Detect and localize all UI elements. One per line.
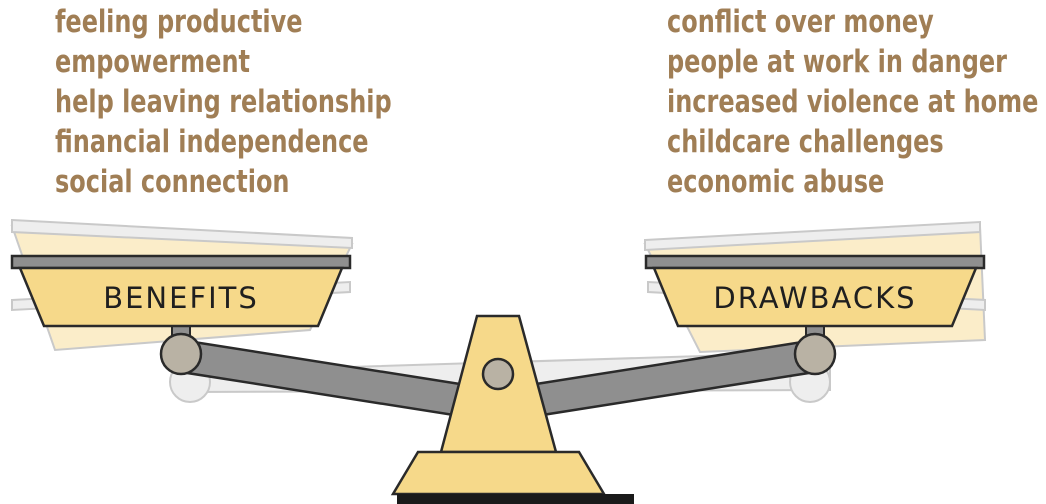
ghost-pan-left-rim <box>11 218 353 250</box>
pivot-left <box>159 332 203 376</box>
pan-body <box>18 266 344 328</box>
pan-body <box>652 266 978 328</box>
drawbacks-pan: DRAWBACKS <box>644 254 986 328</box>
scale-base <box>390 450 607 496</box>
drawbacks-list: conflict over money people at work in da… <box>667 2 1046 202</box>
benefits-label: BENEFITS <box>103 281 259 315</box>
drawbacks-label: DRAWBACKS <box>713 281 916 315</box>
pan-rim <box>644 254 986 270</box>
list-item: feeling productive <box>55 4 303 40</box>
base-plate <box>397 494 634 504</box>
list-item: economic abuse <box>667 164 885 200</box>
list-item: childcare challenges <box>667 124 944 160</box>
list-item: people at work in danger <box>667 44 1008 80</box>
benefits-pan: BENEFITS <box>10 254 352 328</box>
pan-rim <box>10 254 352 270</box>
list-item: empowerment <box>55 44 250 80</box>
ghost-pan-right-rim <box>644 220 981 252</box>
list-item: help leaving relationship <box>55 84 392 120</box>
center-pivot <box>481 357 515 391</box>
benefits-list: feeling productive empowerment help leav… <box>55 2 446 202</box>
list-item: conflict over money <box>667 4 934 40</box>
list-item: social connection <box>55 164 290 200</box>
pivot-right <box>793 332 837 376</box>
list-item: increased violence at home <box>667 84 1039 120</box>
list-item: financial independence <box>55 124 369 160</box>
